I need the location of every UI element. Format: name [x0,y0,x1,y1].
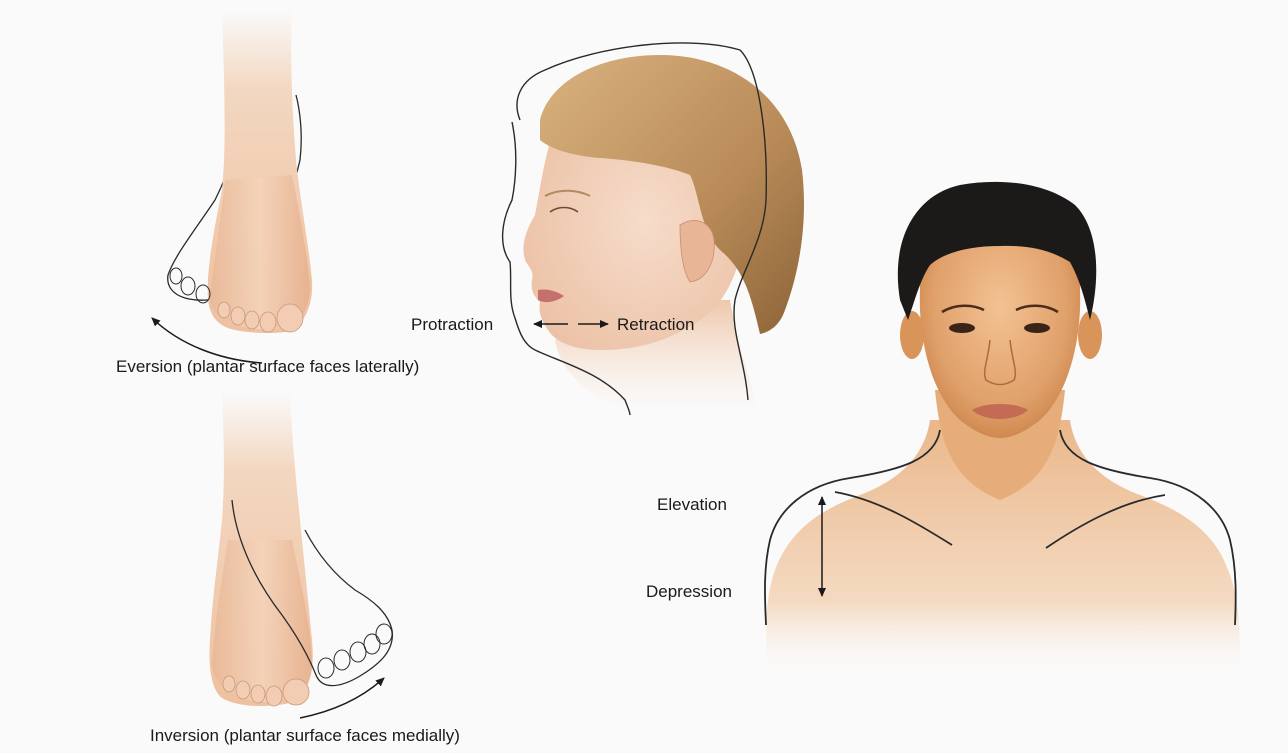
elevation-label: Elevation [657,495,727,515]
frontal-eye-left [949,323,975,333]
inversion-foot [210,392,393,718]
eversion-label: Eversion (plantar surface faces laterall… [116,357,419,377]
retraction-label: Retraction [617,315,694,335]
depression-label: Depression [646,582,732,602]
frontal-ear-left [900,311,924,359]
inversion-label: Inversion (plantar surface faces mediall… [150,726,460,746]
eversion-ghost-toes [170,268,210,303]
profile-head [503,43,804,415]
frontal-figure [765,182,1240,680]
eversion-foot [152,10,312,363]
frontal-eye-right [1024,323,1050,333]
inversion-ghost-toes [318,624,392,678]
protraction-label: Protraction [411,315,493,335]
